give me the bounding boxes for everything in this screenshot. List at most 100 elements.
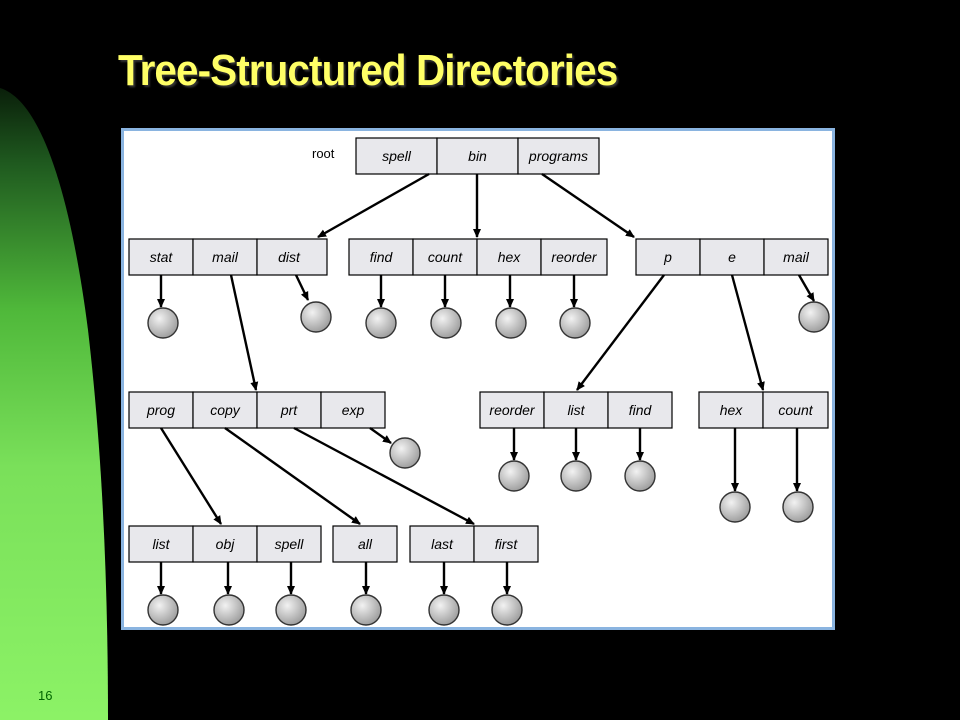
dir-entry[interactable]: list xyxy=(543,391,609,429)
file-node[interactable] xyxy=(560,460,592,492)
file-node[interactable] xyxy=(498,460,530,492)
dir-entry[interactable]: spell xyxy=(355,137,438,175)
dir-entry[interactable]: reorder xyxy=(479,391,545,429)
dir-entry[interactable]: exp xyxy=(320,391,386,429)
files xyxy=(147,301,830,626)
file-node[interactable] xyxy=(275,594,307,626)
dir-entry[interactable]: spell xyxy=(256,525,322,563)
file-node[interactable] xyxy=(624,460,656,492)
edge-arrow xyxy=(541,173,635,238)
dir-entry-label: reorder xyxy=(489,402,535,418)
dir-entry[interactable]: bin xyxy=(436,137,519,175)
dir-entry[interactable]: all xyxy=(332,525,398,563)
dir-entry-label: count xyxy=(428,249,463,265)
edge-arrow xyxy=(229,274,259,391)
dir-entry-label: find xyxy=(629,402,653,418)
dir-entry[interactable]: e xyxy=(699,238,765,276)
file-node[interactable] xyxy=(428,594,460,626)
slide-title: Tree-Structured Directories xyxy=(118,46,618,95)
dir-entry[interactable]: programs xyxy=(517,137,600,175)
file-node[interactable] xyxy=(430,307,462,339)
dir-entry[interactable]: stat xyxy=(128,238,194,276)
dir-entry-label: bin xyxy=(468,148,487,164)
edge-arrow xyxy=(576,274,665,391)
dir-entry-label: programs xyxy=(528,148,588,164)
file-node[interactable] xyxy=(147,594,179,626)
dir-entry[interactable]: count xyxy=(412,238,478,276)
dir-entry-label: all xyxy=(358,536,373,552)
dir-entry[interactable]: dist xyxy=(256,238,328,276)
dir-entry-label: exp xyxy=(342,402,365,418)
edge-arrow xyxy=(797,274,816,302)
prog-subdirectory: list obj spell xyxy=(128,525,322,563)
directory-tree-figure: root spell bin programs stat mail dist f… xyxy=(121,128,835,630)
file-node[interactable] xyxy=(495,307,527,339)
dir-entry[interactable]: count xyxy=(762,391,829,429)
dir-entry[interactable]: find xyxy=(348,238,414,276)
file-node[interactable] xyxy=(782,491,814,523)
root-directory: spell bin programs xyxy=(355,137,600,175)
dir-entry[interactable]: list xyxy=(128,525,194,563)
dir-entry-label: list xyxy=(567,402,585,418)
dir-entry[interactable]: hex xyxy=(476,238,542,276)
e-subdirectory: hex count xyxy=(698,391,829,429)
dir-entry-label: e xyxy=(728,249,736,265)
dir-entry-label: hex xyxy=(720,402,744,418)
file-node[interactable] xyxy=(213,594,245,626)
dir-entry-label: copy xyxy=(210,402,241,418)
dir-entry-label: list xyxy=(152,536,170,552)
dir-entry-label: prog xyxy=(146,402,175,418)
dir-entry-label: mail xyxy=(783,249,810,265)
file-node[interactable] xyxy=(300,301,332,333)
dir-entry-label: hex xyxy=(498,249,522,265)
green-swoosh-decoration xyxy=(0,88,108,720)
dir-entry[interactable]: mail xyxy=(192,238,258,276)
file-node[interactable] xyxy=(350,594,382,626)
dir-entry-label: mail xyxy=(212,249,239,265)
bin-directory: find count hex reorder xyxy=(348,238,608,276)
directory-tree-diagram: root spell bin programs stat mail dist f… xyxy=(128,137,830,626)
dir-entry-label: spell xyxy=(382,148,412,164)
file-node[interactable] xyxy=(365,307,397,339)
tree-edges xyxy=(157,172,816,595)
edge-arrow xyxy=(224,427,361,525)
dir-entry-label: stat xyxy=(150,249,174,265)
dir-entry[interactable]: prt xyxy=(256,391,322,429)
mail-subdirectory: prog copy prt exp xyxy=(128,391,386,429)
file-node[interactable] xyxy=(559,307,591,339)
copy-subdirectory: all xyxy=(332,525,398,563)
file-node[interactable] xyxy=(491,594,523,626)
dir-entry-label: obj xyxy=(216,536,236,552)
edge-arrow xyxy=(730,274,765,391)
dir-entry[interactable]: p xyxy=(635,238,701,276)
dir-entry[interactable]: hex xyxy=(698,391,764,429)
dir-entry[interactable]: first xyxy=(473,525,539,563)
dir-entry-label: first xyxy=(495,536,519,552)
dir-entry[interactable]: copy xyxy=(192,391,258,429)
dir-entry[interactable]: reorder xyxy=(540,238,608,276)
edge-arrow xyxy=(293,426,475,526)
p-subdirectory: reorder list find xyxy=(479,391,673,429)
file-node[interactable] xyxy=(719,491,751,523)
programs-directory: p e mail xyxy=(635,238,829,276)
dir-entry-label: dist xyxy=(278,249,301,265)
dir-entry-label: last xyxy=(431,536,454,552)
dir-entry-label: reorder xyxy=(551,249,597,265)
dir-entry[interactable]: mail xyxy=(763,238,829,276)
dir-entry[interactable]: prog xyxy=(128,391,194,429)
dir-entry[interactable]: obj xyxy=(192,525,258,563)
edge-arrow xyxy=(294,274,310,301)
slide-number: 16 xyxy=(38,688,53,703)
dir-entry-label: prt xyxy=(280,402,298,418)
prt-subdirectory: last first xyxy=(409,525,539,563)
file-node[interactable] xyxy=(389,437,421,469)
dir-entry[interactable]: last xyxy=(409,525,475,563)
file-node[interactable] xyxy=(147,307,179,339)
edge-arrow xyxy=(317,172,430,239)
edge-arrow xyxy=(159,427,223,525)
file-node[interactable] xyxy=(798,301,830,333)
dir-entry-label: p xyxy=(663,249,672,265)
root-label: root xyxy=(312,146,335,161)
dir-entry[interactable]: find xyxy=(607,391,673,429)
dir-entry-label: find xyxy=(370,249,394,265)
